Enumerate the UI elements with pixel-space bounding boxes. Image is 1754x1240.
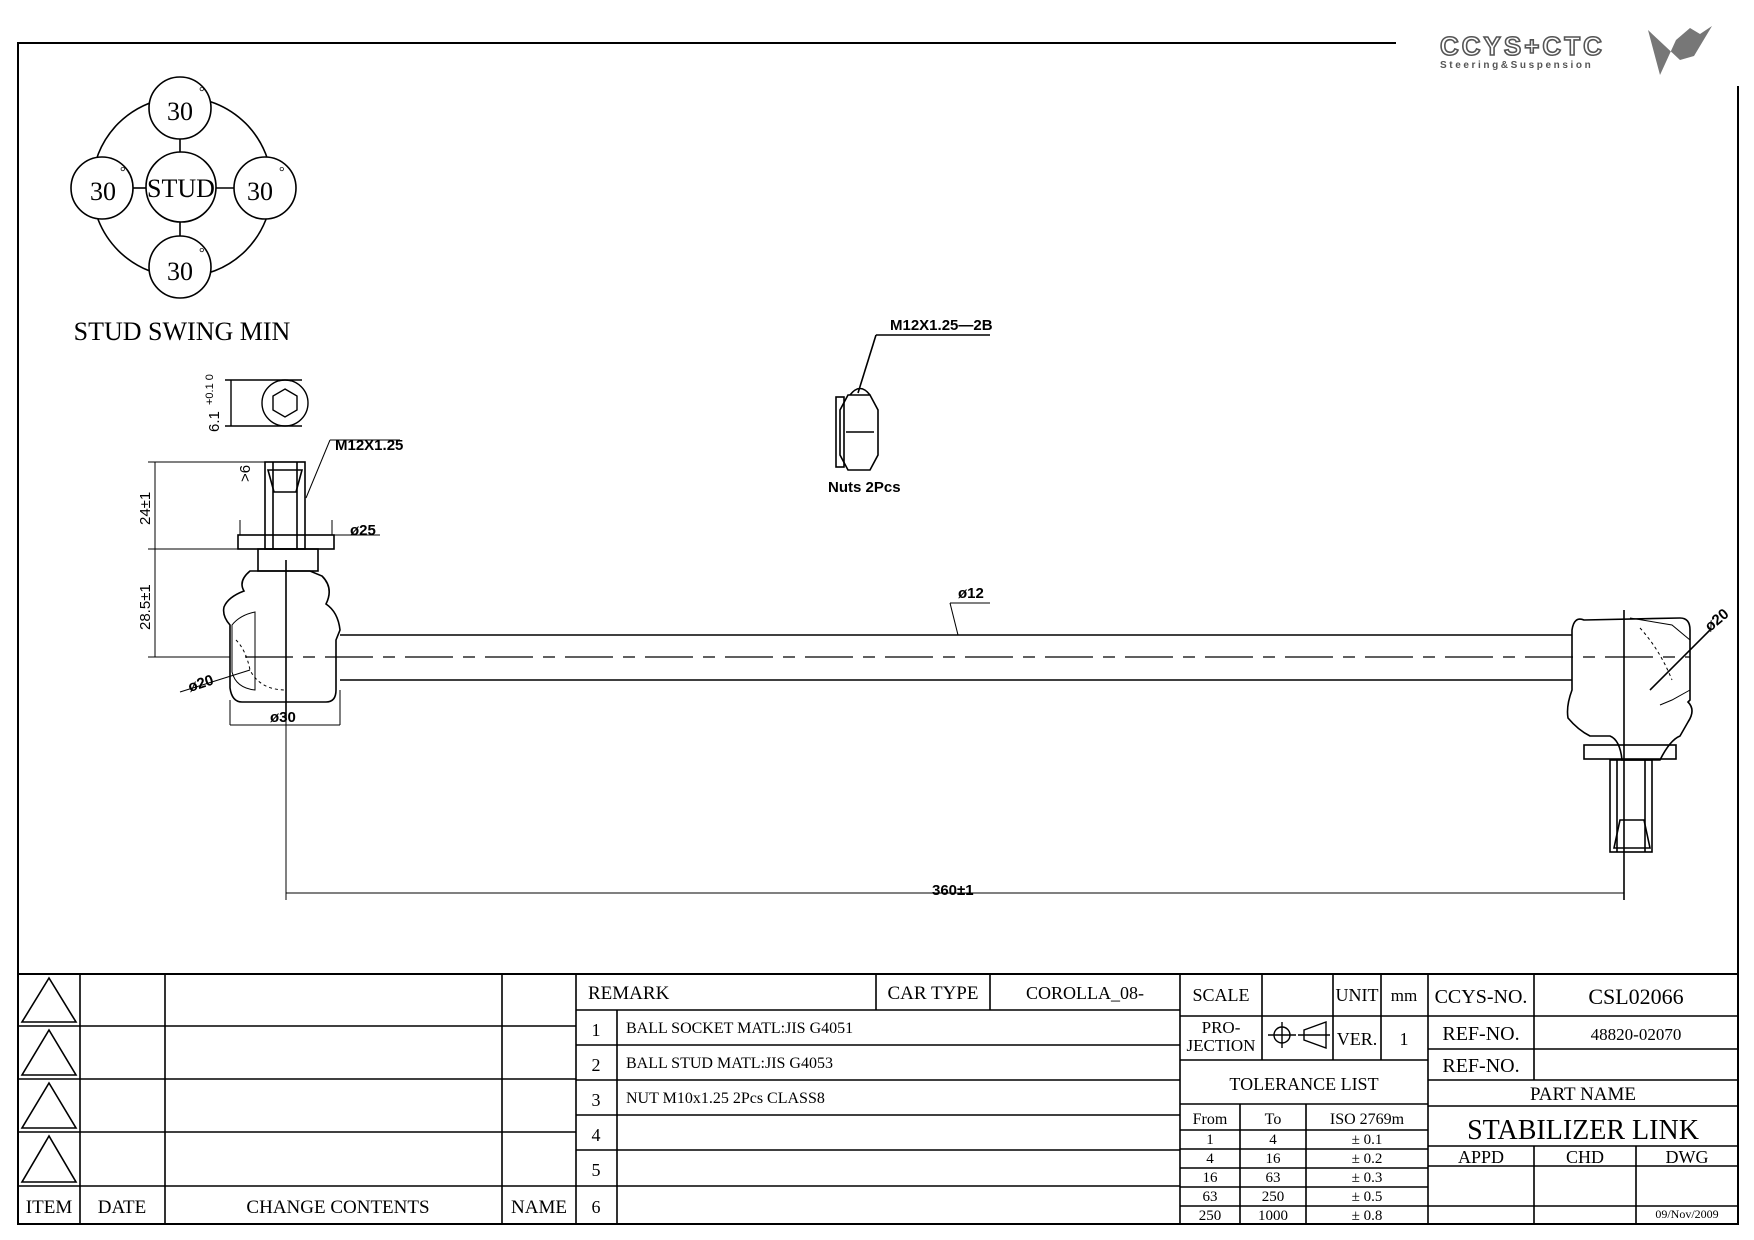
dim-d30: ø30 <box>270 709 296 726</box>
car-type-label: CAR TYPE <box>888 983 979 1004</box>
dim-thread-left: M12X1.25 <box>335 437 403 454</box>
tolerance-value: ± 0.2 <box>1352 1151 1383 1167</box>
swing-degree-mark: ° <box>120 165 126 180</box>
tolerance-value: ± 0.3 <box>1352 1170 1383 1186</box>
version-label: VER. <box>1337 1029 1378 1049</box>
swing-center-label: STUD <box>147 174 215 203</box>
right-ball-joint <box>1566 610 1711 900</box>
revision-header-change: CHANGE CONTENTS <box>246 1197 429 1218</box>
tolerance-header-iso: ISO 2769m <box>1330 1111 1405 1128</box>
car-type-value: COROLLA_08- <box>1026 983 1144 1003</box>
chd-label: CHD <box>1566 1147 1604 1167</box>
appd-label: APPD <box>1458 1147 1504 1167</box>
tolerance-from: 1 <box>1206 1132 1214 1148</box>
projection-symbol-icon <box>1268 1021 1330 1049</box>
spec-table <box>1180 974 1429 1224</box>
swing-degree-mark: ° <box>199 246 205 261</box>
sheet-frame <box>17 42 1739 1225</box>
version-value: 1 <box>1400 1029 1409 1049</box>
revision-triangle-icon <box>20 1081 78 1129</box>
remark-row-number: 6 <box>592 1197 601 1217</box>
swing-right-angle: 30 <box>247 177 273 206</box>
ref-no-label-2: REF-NO. <box>1442 1055 1519 1077</box>
dim-360: 360±1 <box>932 882 974 899</box>
revision-triangle-icon <box>20 1134 78 1183</box>
dim-d20-left: ø20 <box>186 672 216 696</box>
ccys-no-value: CSL02066 <box>1588 984 1683 1009</box>
dim-six: >6 <box>237 465 254 482</box>
dim-nut-spec: M12X1.25—2B <box>890 317 993 334</box>
remark-row-text: BALL STUD MATL:JIS G4053 <box>626 1055 833 1072</box>
drawing-date: 09/Nov/2009 <box>1655 1207 1718 1221</box>
tolerance-value: ± 0.5 <box>1352 1189 1383 1205</box>
projection-label: PRO-JECTION <box>1187 1018 1256 1055</box>
stud-swing-diagram <box>70 76 297 299</box>
tolerance-from: 16 <box>1203 1170 1219 1186</box>
title-table <box>1428 974 1738 1224</box>
revision-triangle-icon <box>20 976 78 1023</box>
left-dimension-lines <box>148 439 1624 900</box>
tolerance-to: 250 <box>1262 1189 1285 1205</box>
dim-24: 24±1 <box>137 492 154 525</box>
tolerance-to: 63 <box>1266 1170 1281 1186</box>
dim-28-5: 28.5±1 <box>137 584 154 630</box>
revision-table <box>18 974 577 1224</box>
remark-row-number: 5 <box>592 1160 601 1180</box>
tolerance-value: ± 0.8 <box>1352 1208 1383 1224</box>
ref-no-value: 48820-02070 <box>1591 1025 1682 1044</box>
dwg-label: DWG <box>1666 1147 1709 1167</box>
remark-row-number: 1 <box>592 1020 601 1040</box>
tolerance-header-from: From <box>1193 1111 1228 1128</box>
remark-label: REMARK <box>588 983 670 1004</box>
dim-hex: 6.1 <box>206 411 223 432</box>
tolerance-from: 250 <box>1199 1208 1222 1224</box>
swing-caption: STUD SWING MIN <box>74 317 291 346</box>
nut-count-label: Nuts 2Pcs <box>828 479 901 496</box>
company-logo: CCYS+CTC Steering&Suspension <box>1439 26 1712 75</box>
revision-header-name: NAME <box>511 1197 567 1218</box>
tolerance-to: 4 <box>1269 1132 1277 1148</box>
remark-row-text: BALL SOCKET MATL:JIS G4051 <box>626 1020 853 1037</box>
revision-triangle-icon <box>20 1028 78 1076</box>
tolerance-to: 1000 <box>1258 1208 1288 1224</box>
tolerance-to: 16 <box>1266 1151 1282 1167</box>
tolerance-from: 4 <box>1206 1151 1214 1167</box>
stabilizer-rod <box>245 634 1690 681</box>
dim-d25: ø25 <box>350 522 376 539</box>
tolerance-from: 63 <box>1203 1189 1218 1205</box>
remark-row-text: NUT M10x1.25 2Pcs CLASS8 <box>626 1090 825 1107</box>
remark-row-number: 2 <box>592 1055 601 1075</box>
tolerance-header-to: To <box>1265 1111 1282 1128</box>
dim-d12: ø12 <box>958 585 984 602</box>
revision-header-date: DATE <box>98 1197 147 1218</box>
swing-top-angle: 30 <box>167 97 193 126</box>
nut-drawing <box>835 334 990 471</box>
swing-center-circle <box>145 151 217 223</box>
tolerance-title: TOLERANCE LIST <box>1229 1074 1378 1094</box>
remark-row-number: 4 <box>592 1125 601 1145</box>
left-ball-joint <box>222 461 341 720</box>
dim-hex-tolerance: +0.1 0 <box>204 374 216 405</box>
unit-label: UNIT <box>1336 985 1379 1005</box>
swing-degree-mark: ° <box>199 85 205 100</box>
logo-mark-icon <box>1648 26 1712 75</box>
swing-bottom-angle: 30 <box>167 257 193 286</box>
scale-label: SCALE <box>1192 985 1249 1005</box>
logo-tagline: Steering&Suspension <box>1440 60 1593 71</box>
ccys-no-label: CCYS-NO. <box>1435 986 1528 1008</box>
dim-d20-right: ø20 <box>1702 605 1733 635</box>
remark-table <box>576 974 1181 1224</box>
swing-left-angle: 30 <box>90 177 116 206</box>
part-name-label: PART NAME <box>1530 1084 1636 1105</box>
part-name-value: STABILIZER LINK <box>1467 1115 1699 1146</box>
remark-row-number: 3 <box>592 1090 601 1110</box>
unit-value: mm <box>1391 986 1417 1005</box>
revision-header-item: ITEM <box>26 1197 73 1218</box>
logo-brand: CCYS+CTC <box>1440 31 1605 61</box>
ref-no-label: REF-NO. <box>1442 1023 1519 1045</box>
hex-top-view <box>225 379 309 427</box>
tolerance-value: ± 0.1 <box>1352 1132 1383 1148</box>
swing-degree-mark: ° <box>279 165 285 180</box>
